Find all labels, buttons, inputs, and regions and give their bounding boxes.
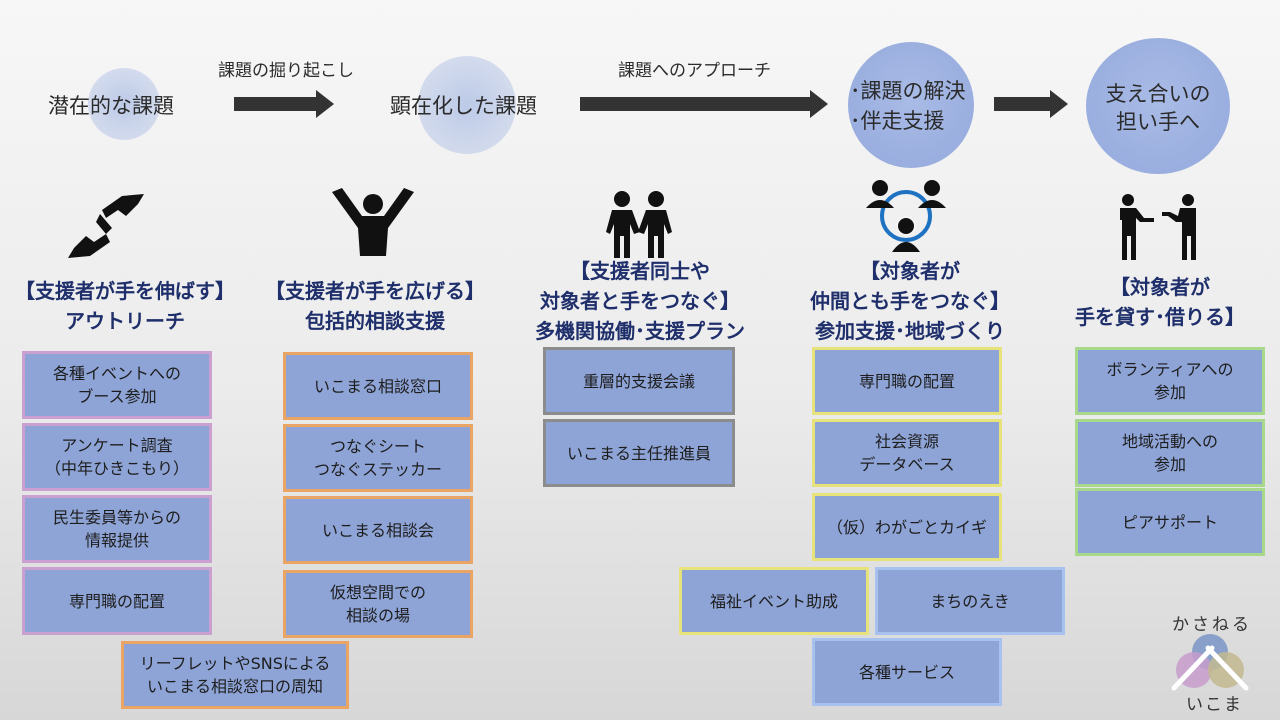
logo-top-text: かさねる (1172, 615, 1252, 635)
title-line: 包括的相談支援 (305, 309, 445, 333)
stage-solution: ･課題の解決 ･伴走支援 (850, 76, 966, 136)
person-arms-raised-icon (332, 188, 414, 256)
arrow-right-icon (1050, 90, 1068, 118)
item-welfare-commissioner: 民生委員等からの 情報提供 (22, 495, 212, 563)
category-outreach-title: 【支援者が手を伸ばす】 アウトリーチ (0, 276, 250, 336)
arrow-shaft-1 (234, 97, 316, 111)
item-machi-no-eki: まちのえき (875, 567, 1065, 635)
title-line: 【支援者が手を伸ばす】 (15, 279, 235, 303)
two-people-giving-hand-icon (1120, 194, 1196, 260)
item-peer-support: ピアサポート (1075, 488, 1265, 556)
item-consult-meeting: いこまる相談会 (283, 496, 473, 564)
category-mutual-help-title: 【対象者が 手を貸す･借りる】 (1060, 272, 1260, 332)
stage-supporter-line2: 担い手へ (1116, 110, 1200, 134)
item-consult-window: いこまる相談窓口 (283, 352, 473, 420)
item-volunteer: ボランティアへの 参加 (1075, 347, 1265, 415)
stage-circle-4 (1086, 38, 1230, 174)
arrow-right-icon (316, 90, 334, 118)
arrow-label-approach: 課題へのアプローチ (618, 61, 771, 81)
item-resource-database: 社会資源 データベース (812, 419, 1002, 487)
item-multilayer-meeting: 重層的支援会議 (543, 347, 735, 415)
stage-latent: 潜在的な課題 (48, 94, 174, 118)
stage-circle-3 (848, 42, 974, 168)
kasaneru-ikoma-logo: かさねる いこま (1160, 610, 1260, 715)
title-line: 対象者と手をつなぐ】 (540, 289, 740, 313)
item-various-services: 各種サービス (812, 638, 1002, 706)
item-specialist: 専門職の配置 (22, 567, 212, 635)
arrow-shaft-2 (580, 97, 810, 111)
item-welfare-event-grant: 福祉イベント助成 (679, 567, 869, 635)
arrow-label-dig-up: 課題の掘り起こし (218, 61, 354, 81)
category-collaboration-title: 【支援者同士や 対象者と手をつなぐ】 多機関協働･支援プラン (510, 256, 770, 346)
title-line: アウトリーチ (65, 309, 185, 333)
item-survey: アンケート調査 （中年ひきこもり） (22, 423, 212, 491)
title-line: 仲間とも手をつなぐ】 (810, 289, 1010, 313)
item-leaflet-sns: リーフレットやSNSによる いこまる相談窓口の周知 (121, 641, 349, 709)
item-event-booth: 各種イベントへの ブース参加 (22, 351, 212, 419)
title-line: 手を貸す･借りる】 (1075, 305, 1245, 329)
category-consult-title: 【支援者が手を広げる】 包括的相談支援 (250, 276, 500, 336)
stage-solution-line2: ･伴走支援 (850, 109, 945, 133)
two-people-holding-hands-icon (606, 191, 672, 258)
title-line: 参加支援･地域づくり (815, 319, 1005, 343)
stage-manifest: 顕在化した課題 (390, 94, 537, 118)
title-line: 【対象者が (1110, 275, 1210, 299)
reaching-hands-icon (68, 194, 144, 258)
arrow-shaft-3 (994, 97, 1050, 111)
title-line: 【対象者が (860, 259, 960, 283)
title-line: 【支援者同士や (570, 259, 710, 283)
item-connect-sheet: つなぐシート つなぐステッカー (283, 424, 473, 492)
people-network-icon (866, 180, 946, 252)
item-community-activity: 地域活動への 参加 (1075, 419, 1265, 487)
item-wagagoto-kaigi: （仮）わがごとカイギ (812, 493, 1002, 561)
logo-circles-icon (1171, 634, 1249, 691)
logo-bottom-text: いこま (1186, 695, 1243, 715)
title-line: 【支援者が手を広げる】 (265, 279, 485, 303)
stage-supporter-line1: 支え合いの (1105, 82, 1211, 106)
title-line: 多機関協働･支援プラン (535, 319, 745, 343)
item-chief-promoter: いこまる主任推進員 (543, 419, 735, 487)
stage-circle-1 (88, 68, 160, 140)
stage-circle-2 (418, 56, 516, 154)
item-specialist-placement: 専門職の配置 (812, 347, 1002, 415)
item-virtual-space: 仮想空間での 相談の場 (283, 570, 473, 638)
arrow-right-icon (810, 90, 828, 118)
stage-solution-line1: ･課題の解決 (850, 79, 966, 103)
category-participation-title: 【対象者が 仲間とも手をつなぐ】 参加支援･地域づくり (790, 256, 1030, 346)
stage-supporter: 支え合いの 担い手へ (1086, 80, 1230, 136)
